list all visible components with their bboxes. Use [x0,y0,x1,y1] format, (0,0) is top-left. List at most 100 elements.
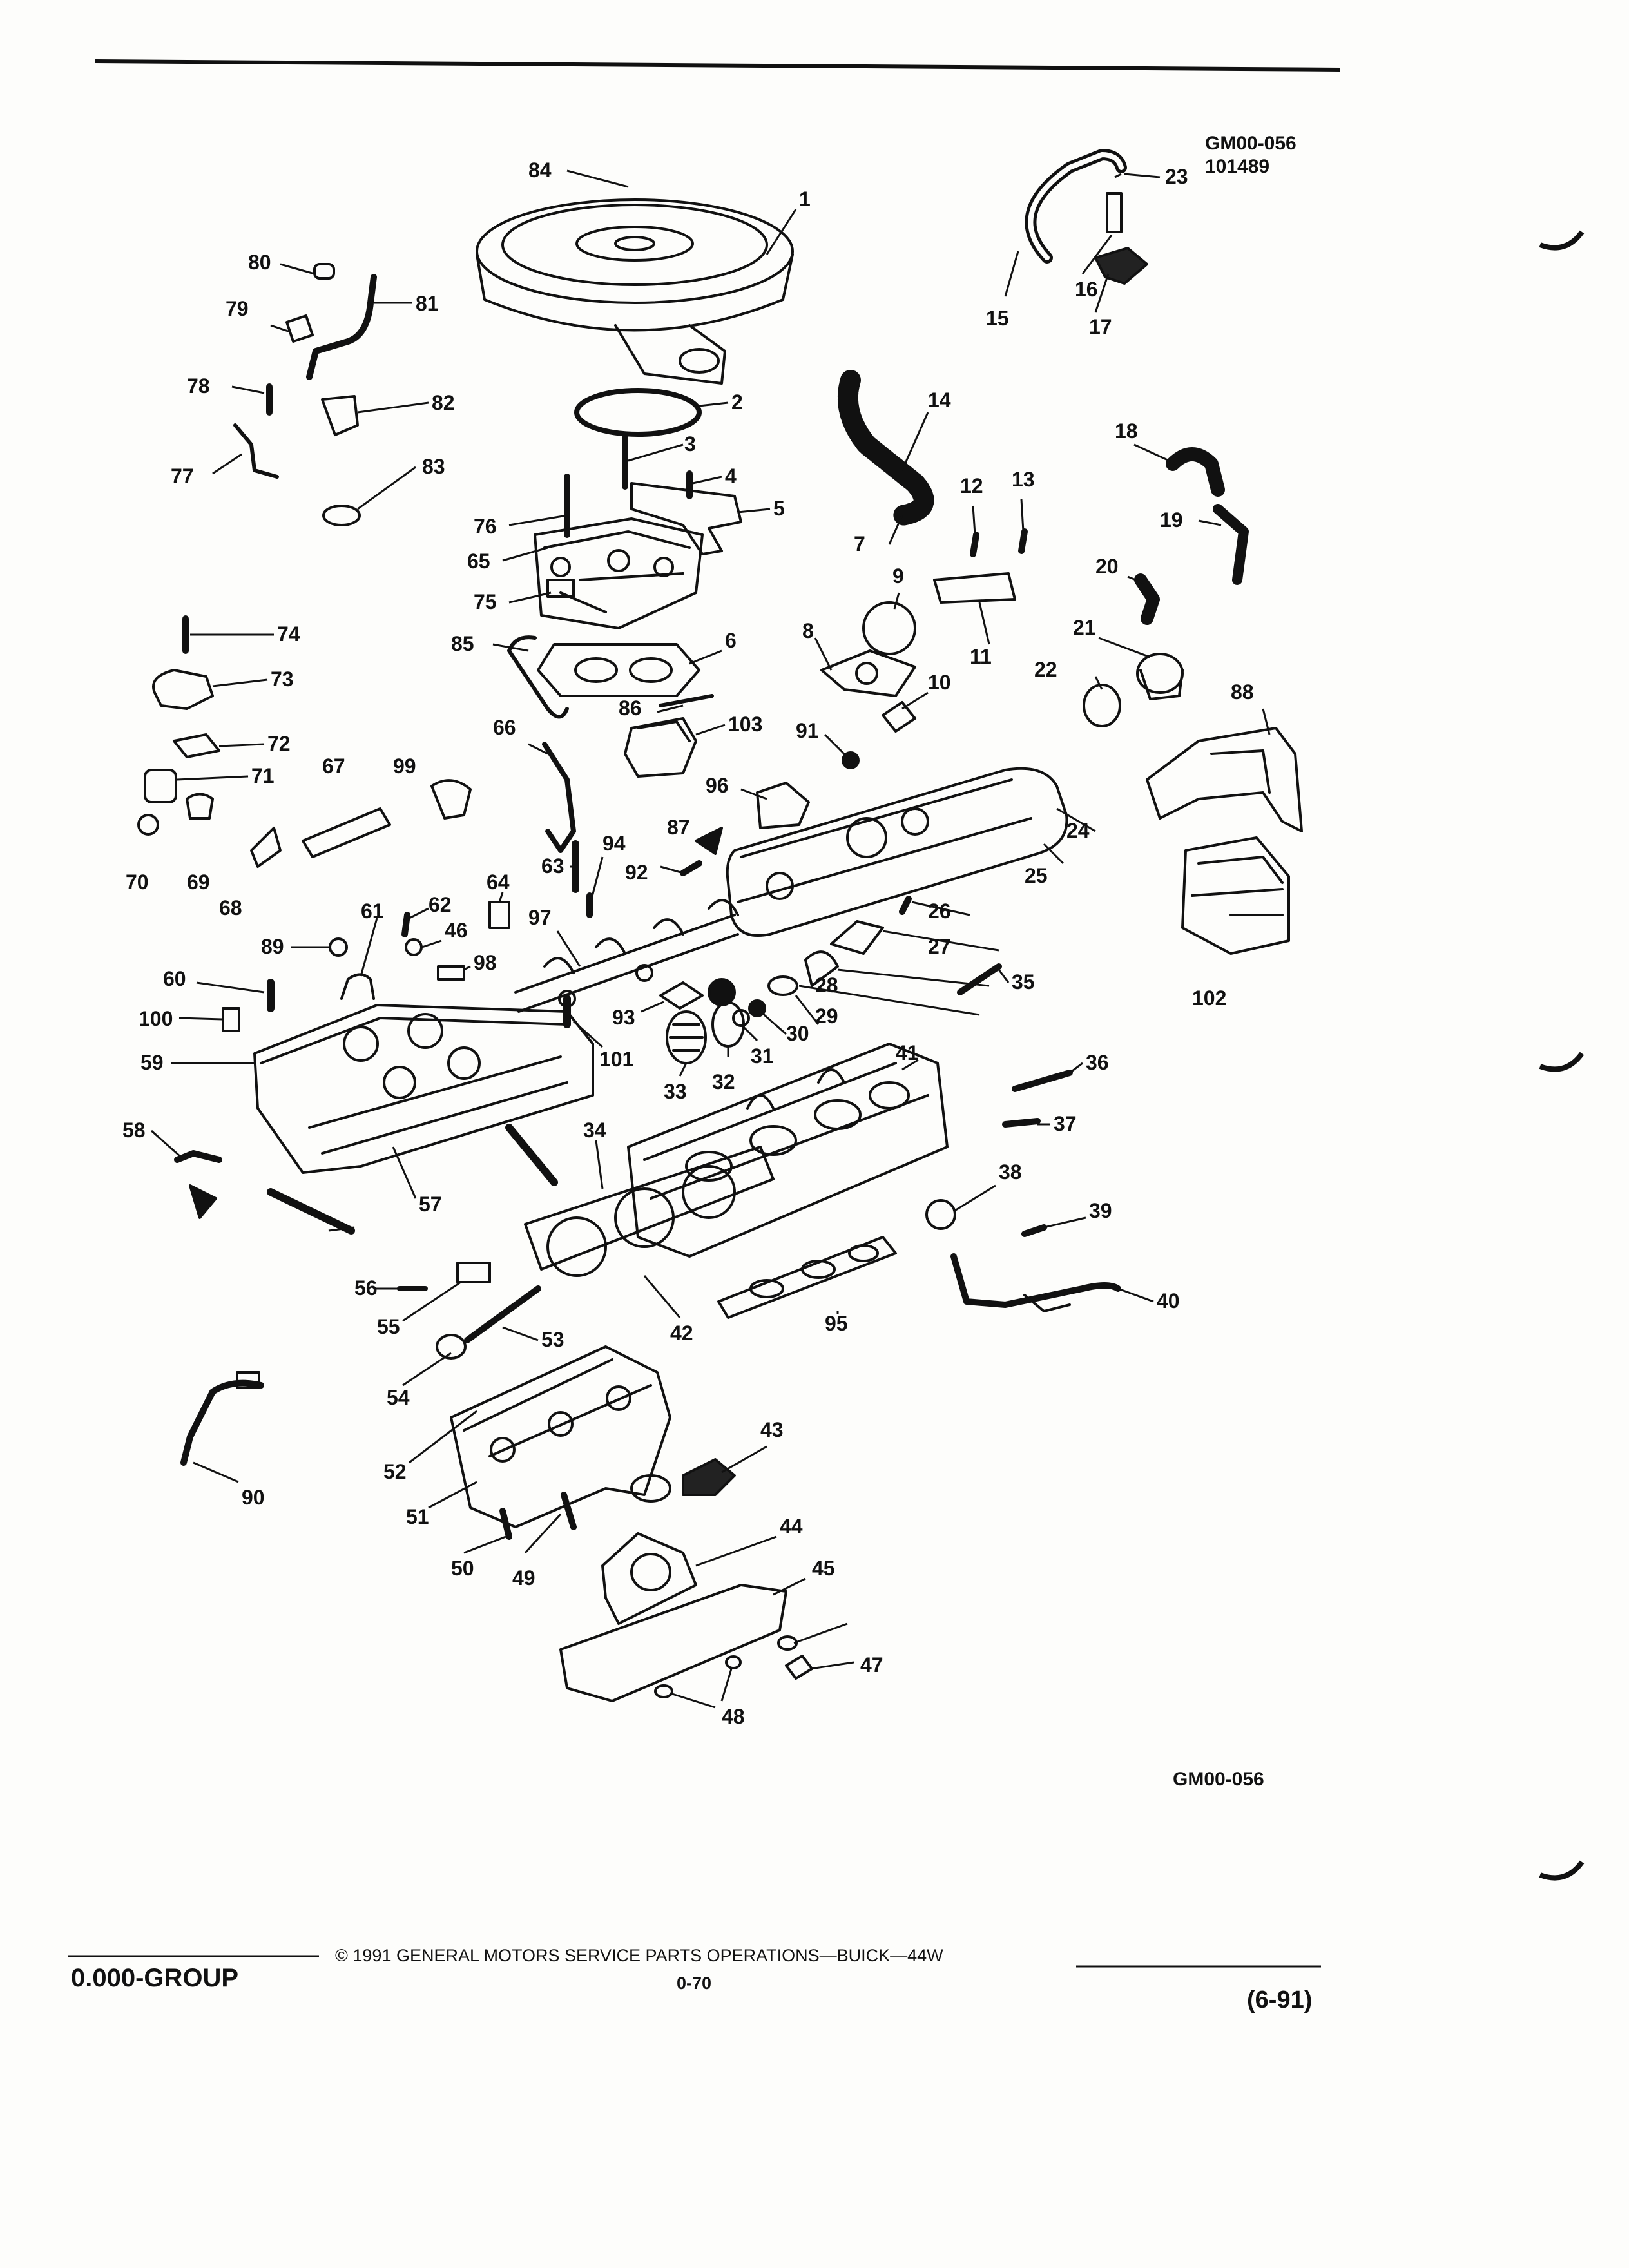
spring [659,694,714,707]
callout: 101 [599,1048,633,1071]
callout: 87 [667,816,690,839]
callout: 81 [416,292,439,315]
callout: 38 [999,1160,1022,1184]
callout: 71 [251,764,275,787]
revision-date: (6-91) [1247,1986,1313,2013]
callout: 66 [493,716,516,739]
tube-55 [456,1262,491,1283]
front-arrow [189,1184,217,1219]
cylinder-head-part [627,1043,949,1258]
callout: 67 [322,754,345,778]
corrugated-hose [837,370,934,526]
exhaust-manifold-part [450,1345,671,1528]
edge-mark [1539,230,1585,251]
callout: 100 [139,1007,173,1030]
figure-code-footer: GM00-056 [1173,1769,1264,1790]
dipstick-53 [464,1285,541,1343]
callout: 29 [815,1004,838,1028]
callout: 31 [751,1044,774,1068]
callout: 24 [1066,819,1090,842]
callout: 48 [722,1705,745,1728]
callout: 90 [242,1486,265,1509]
callout: 92 [625,861,648,884]
callout: 52 [383,1460,407,1483]
gasket-83 [322,505,361,526]
callout: 12 [960,474,983,497]
nut-48a [654,1684,673,1698]
sensor-37 [1002,1118,1041,1128]
carb-gasket [537,643,700,697]
callout: 18 [1115,419,1138,443]
callout: 61 [361,899,384,923]
figure-code-header: GM00-056 101489 [1205,132,1296,178]
sensor-100 [222,1007,240,1032]
callout: 43 [760,1418,784,1441]
bolt-70 [137,814,159,836]
group-label: 0.000-GROUP [71,1964,239,1992]
pcv-valve [1106,192,1123,233]
bolt [899,896,912,915]
oxygen-sensor [180,1379,264,1466]
copyright-line: © 1991 GENERAL MOTORS SERVICE PARTS OPER… [335,1946,943,1965]
callout: 20 [1095,555,1119,578]
callout: 1 [799,187,811,211]
elbow-hose [1166,447,1225,497]
callout: 9 [892,564,904,588]
callout: 47 [860,1653,883,1677]
callout: 6 [725,629,737,652]
top-rule [95,59,1341,72]
callout: 4 [725,465,737,488]
air-cleaner-gasket [574,388,702,437]
edge-mark [1539,1052,1585,1072]
intake-manifold-part [253,1004,594,1174]
rocker-27 [830,920,884,955]
callout: 44 [780,1515,803,1538]
callout: 13 [1012,468,1035,491]
seal-69 [186,793,214,820]
callout: 37 [1054,1112,1077,1135]
breather-tube [1213,504,1249,585]
bracket-88 [1146,727,1303,832]
egr-valve-part [820,601,916,697]
callout: 82 [432,391,455,414]
callout: 72 [267,732,291,755]
callout: 39 [1089,1199,1112,1222]
washer-46 [777,1635,798,1651]
callout: 26 [928,899,951,923]
callout: 64 [487,870,510,894]
callout: 5 [773,497,785,520]
callout: 68 [219,896,242,919]
callout: 35 [1012,970,1035,994]
callout: 27 [928,935,951,958]
front-arrow [695,827,723,855]
callout: 22 [1034,658,1057,681]
bolt [970,532,979,557]
elbow [1134,573,1160,625]
callout: 69 [187,870,210,894]
callout: 75 [474,590,497,613]
callout: 40 [1157,1289,1180,1312]
callout: 91 [796,719,819,742]
edge-mark [1539,1860,1585,1881]
callout: 74 [277,622,300,646]
callout: 15 [986,307,1009,330]
callout: 76 [474,515,497,538]
bolt [1018,528,1028,554]
valve-cover-part [726,767,1068,937]
sensor-66 [542,742,576,853]
heat-shield-45 [559,1584,787,1702]
callout: 57 [419,1193,442,1216]
callout: 23 [1165,165,1188,188]
grommet-2 [1083,684,1121,727]
egr-tube [950,1253,1121,1308]
date-code: 101489 [1205,156,1270,177]
callout: 73 [271,668,294,691]
sensor-99 [430,779,472,820]
callout: 19 [1160,508,1183,532]
sensor-64 [488,901,510,929]
callout: 96 [706,774,729,797]
rocker-arm-assembly [514,899,739,1013]
callout: 42 [670,1321,693,1345]
intake-gasket-2 [505,1124,558,1186]
